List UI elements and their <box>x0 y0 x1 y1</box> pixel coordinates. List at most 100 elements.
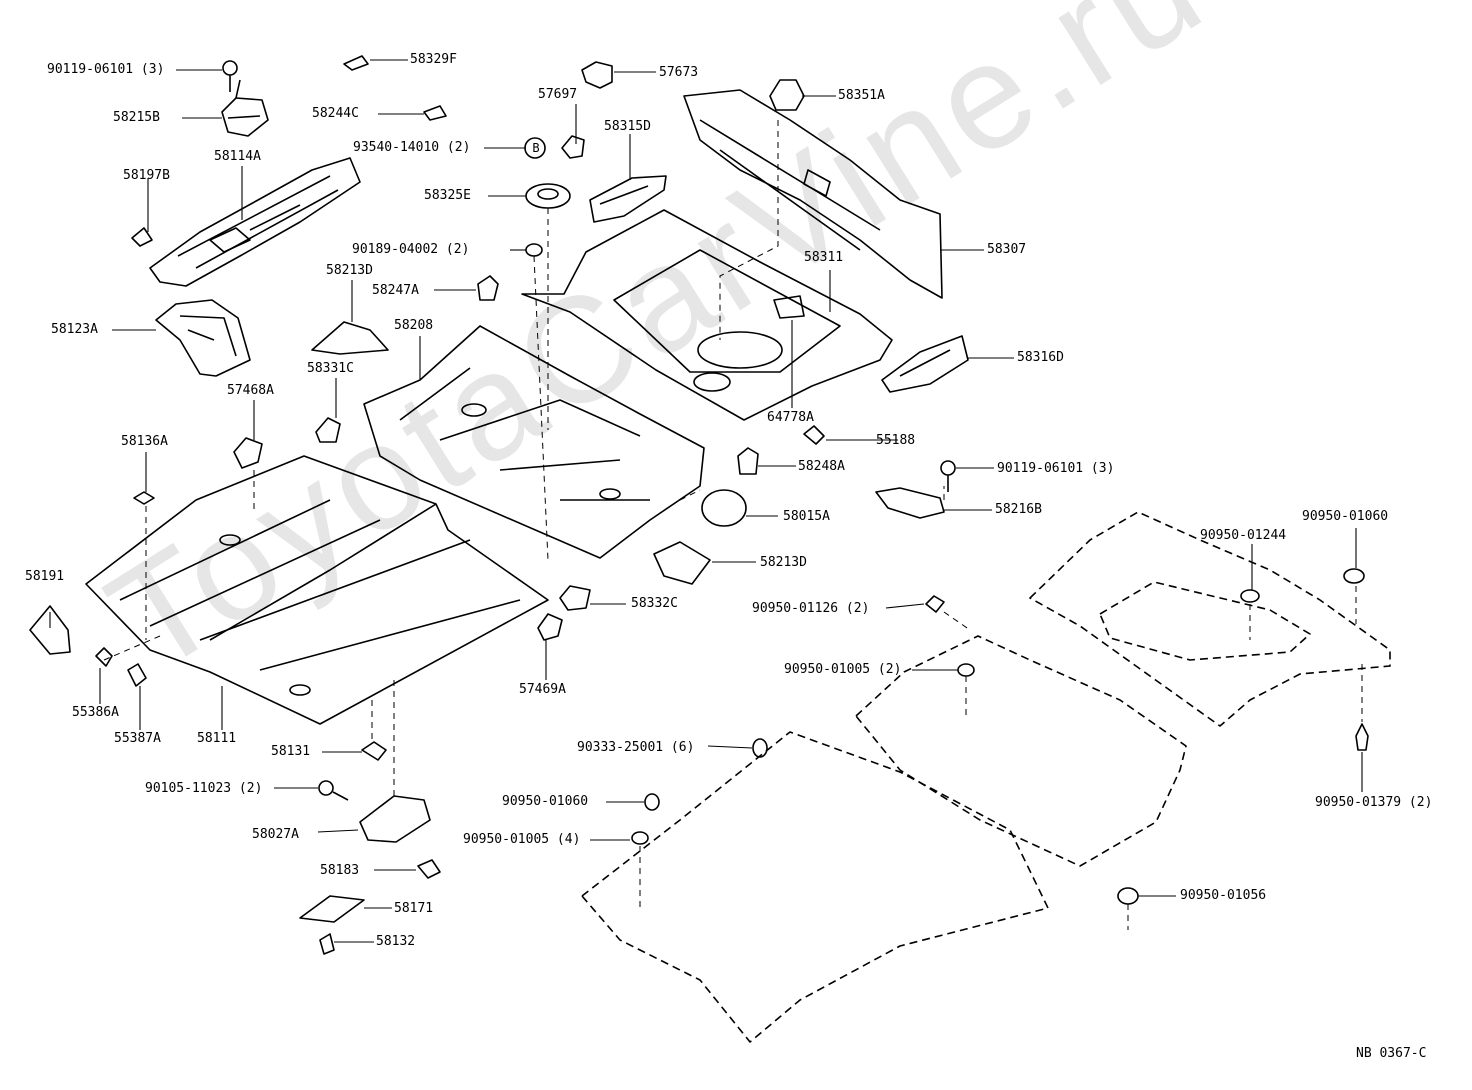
part-57469A <box>537 613 563 641</box>
part-58215B <box>221 79 269 137</box>
part-58316D <box>881 335 969 393</box>
part-58171 <box>299 895 365 923</box>
label-55386A: 55386A <box>72 705 119 720</box>
part-55386A <box>95 647 113 667</box>
part-58123A <box>155 299 251 377</box>
label-58123A: 58123A <box>51 322 98 337</box>
part-58307 <box>683 89 943 299</box>
part-58247A <box>477 275 499 301</box>
label-55188: 55188 <box>876 433 916 448</box>
part-57697 <box>561 135 585 159</box>
part-58213D-upper <box>311 321 389 355</box>
label-90950-01060-left: 90950-01060 <box>502 794 589 809</box>
label-58197B: 58197B <box>123 168 170 183</box>
label-57469A: 57469A <box>519 682 566 697</box>
label-58208: 58208 <box>394 318 434 333</box>
part-58111 <box>85 455 549 725</box>
part-58191 <box>29 605 71 655</box>
alignment-lines <box>103 120 1363 930</box>
label-58114A: 58114A <box>214 149 261 164</box>
label-58131: 58131 <box>271 744 311 759</box>
carpet-rear <box>1029 511 1391 727</box>
leader-lines <box>49 59 1363 943</box>
label-57673: 57673 <box>659 65 699 80</box>
label-90950-01244: 90950-01244 <box>1200 528 1287 543</box>
part-58114A <box>149 157 361 287</box>
diagram-reference: NB 0367-C <box>1356 1046 1427 1061</box>
part-58351A <box>769 79 805 111</box>
label-58183: 58183 <box>320 863 360 878</box>
label-58248A: 58248A <box>798 459 845 474</box>
part-58311 <box>521 209 893 421</box>
part-58248A <box>737 447 759 475</box>
label-58215B: 58215B <box>113 110 160 125</box>
part-58183 <box>417 859 441 879</box>
label-58191: 58191 <box>25 569 65 584</box>
label-58351A: 58351A <box>838 88 885 103</box>
label-55387A: 55387A <box>114 731 161 746</box>
label-58332C: 58332C <box>631 596 678 611</box>
part-58132 <box>319 933 335 955</box>
part-58331C <box>315 417 341 443</box>
part-58332C <box>559 585 591 611</box>
part-58208 <box>363 325 705 559</box>
label-64778A: 64778A <box>767 410 814 425</box>
label-58213D-upper: 58213D <box>326 263 373 278</box>
part-58015A <box>701 489 747 527</box>
part-58216B <box>875 487 945 519</box>
part-bolt-90105 <box>318 780 349 801</box>
part-bolt-90119-right <box>940 460 956 492</box>
label-58315D: 58315D <box>604 119 651 134</box>
part-55387A <box>127 663 147 687</box>
part-55188 <box>803 425 825 445</box>
label-58111: 58111 <box>197 731 237 746</box>
label-90950-01005-4: 90950-01005 (4) <box>463 832 581 847</box>
label-90950-01126: 90950-01126 (2) <box>752 601 870 616</box>
part-57468A <box>233 437 263 469</box>
label-58311: 58311 <box>804 250 844 265</box>
label-58132: 58132 <box>376 934 416 949</box>
label-58171: 58171 <box>394 901 434 916</box>
callout-b-label: B <box>532 141 540 155</box>
label-90333-25001: 90333-25001 (6) <box>577 740 695 755</box>
carpet-center <box>855 635 1187 867</box>
part-58329F <box>343 55 369 71</box>
part-58315D <box>589 175 667 223</box>
label-90950-01056: 90950-01056 <box>1180 888 1267 903</box>
part-grommet-90189 <box>525 243 543 257</box>
label-58325E: 58325E <box>424 188 471 203</box>
label-57697: 57697 <box>538 87 578 102</box>
label-58213D-lower: 58213D <box>760 555 807 570</box>
label-58247A: 58247A <box>372 283 419 298</box>
label-90189-04002: 90189-04002 (2) <box>352 242 470 257</box>
label-58307: 58307 <box>987 242 1027 257</box>
part-58197B <box>131 227 153 247</box>
label-90119-06101-top: 90119-06101 (3) <box>47 62 165 77</box>
part-58325E <box>525 183 571 209</box>
label-58331C: 58331C <box>307 361 354 376</box>
label-90950-01005-2: 90950-01005 (2) <box>784 662 902 677</box>
label-58329F: 58329F <box>410 52 457 67</box>
label-58244C: 58244C <box>312 106 359 121</box>
label-58316D: 58316D <box>1017 350 1064 365</box>
label-58216B: 58216B <box>995 502 1042 517</box>
part-bolt-90119-top <box>222 60 238 92</box>
label-58027A: 58027A <box>252 827 299 842</box>
part-57673 <box>581 61 613 89</box>
label-58136A: 58136A <box>121 434 168 449</box>
label-90950-01379: 90950-01379 (2) <box>1315 795 1433 810</box>
clips <box>631 568 1369 905</box>
part-58136A <box>133 491 155 505</box>
label-90119-06101-right: 90119-06101 (3) <box>997 461 1115 476</box>
part-58244C <box>423 105 447 121</box>
label-58015A: 58015A <box>783 509 830 524</box>
part-58213D-lower <box>653 541 711 585</box>
part-58027A <box>359 795 431 843</box>
label-57468A: 57468A <box>227 383 274 398</box>
carpet-front <box>581 731 1049 1043</box>
label-90950-01060-right: 90950-01060 <box>1302 509 1389 524</box>
label-90105-11023: 90105-11023 (2) <box>145 781 263 796</box>
label-93540-14010: 93540-14010 (2) <box>353 140 471 155</box>
